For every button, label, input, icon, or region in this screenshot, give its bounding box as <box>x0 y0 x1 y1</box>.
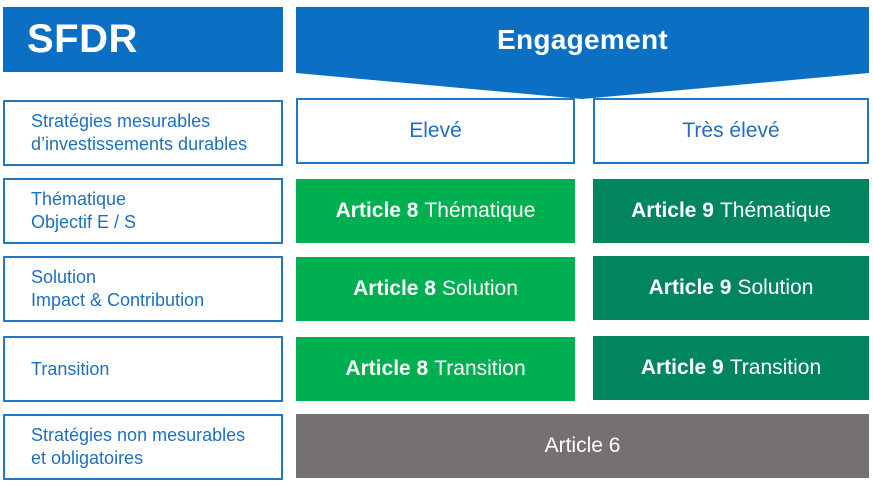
article6-text: Article 6 <box>544 434 621 457</box>
article8-transition-bold: Article 8 <box>345 357 429 380</box>
article9-solution-cell: Article 9 Solution <box>593 256 869 320</box>
article9-transition-cell: Article 9 Transition <box>593 336 869 400</box>
column-header-high-label: Elevé <box>409 119 462 142</box>
engagement-chevron-shape <box>296 7 869 99</box>
sfdr-header: SFDR <box>3 7 283 72</box>
column-header-very-high: Très élevé <box>593 98 869 164</box>
criteria-measurable-label: Stratégies mesurables d’investissements … <box>31 111 248 154</box>
article8-transition-text: Transition <box>434 357 526 380</box>
article8-transition-cell: Article 8 Transition <box>296 337 575 401</box>
criteria-solution: Solution Impact & Contribution <box>3 256 283 322</box>
article8-thematique-bold: Article 8 <box>335 199 419 222</box>
criteria-transition-label: Transition <box>31 358 110 379</box>
criteria-solution-label: Solution Impact & Contribution <box>31 267 205 310</box>
column-header-high: Elevé <box>296 98 575 164</box>
criteria-non-measurable: Stratégies non mesurables et obligatoire… <box>3 414 283 480</box>
criteria-measurable: Stratégies mesurables d’investissements … <box>3 100 283 166</box>
article8-solution-bold: Article 8 <box>353 277 436 300</box>
criteria-transition: Transition <box>3 336 283 402</box>
criteria-non-measurable-label: Stratégies non mesurables et obligatoire… <box>31 425 246 468</box>
article9-thematique-cell: Article 9 Thématique <box>593 179 869 243</box>
article8-thematique-cell: Article 8 Thématique <box>296 179 575 243</box>
column-header-very-high-label: Très élevé <box>682 119 780 142</box>
article9-solution-text: Solution <box>737 276 814 299</box>
article9-transition-text: Transition <box>729 356 822 379</box>
engagement-title: Engagement <box>496 24 669 55</box>
article9-solution-bold: Article 9 <box>648 276 732 299</box>
article8-solution-text: Solution <box>441 277 518 300</box>
article9-thematique-text: Thématique <box>719 199 831 222</box>
article6-cell: Article 6 <box>296 414 869 478</box>
article9-transition-bold: Article 9 <box>640 356 724 379</box>
article8-solution-cell: Article 8 Solution <box>296 257 575 321</box>
article8-thematique-text: Thématique <box>424 199 536 222</box>
criteria-thematique: Thématique Objectif E / S <box>3 178 283 244</box>
criteria-thematique-label: Thématique Objectif E / S <box>31 189 137 232</box>
engagement-banner <box>296 7 869 101</box>
article9-thematique-bold: Article 9 <box>631 199 714 222</box>
